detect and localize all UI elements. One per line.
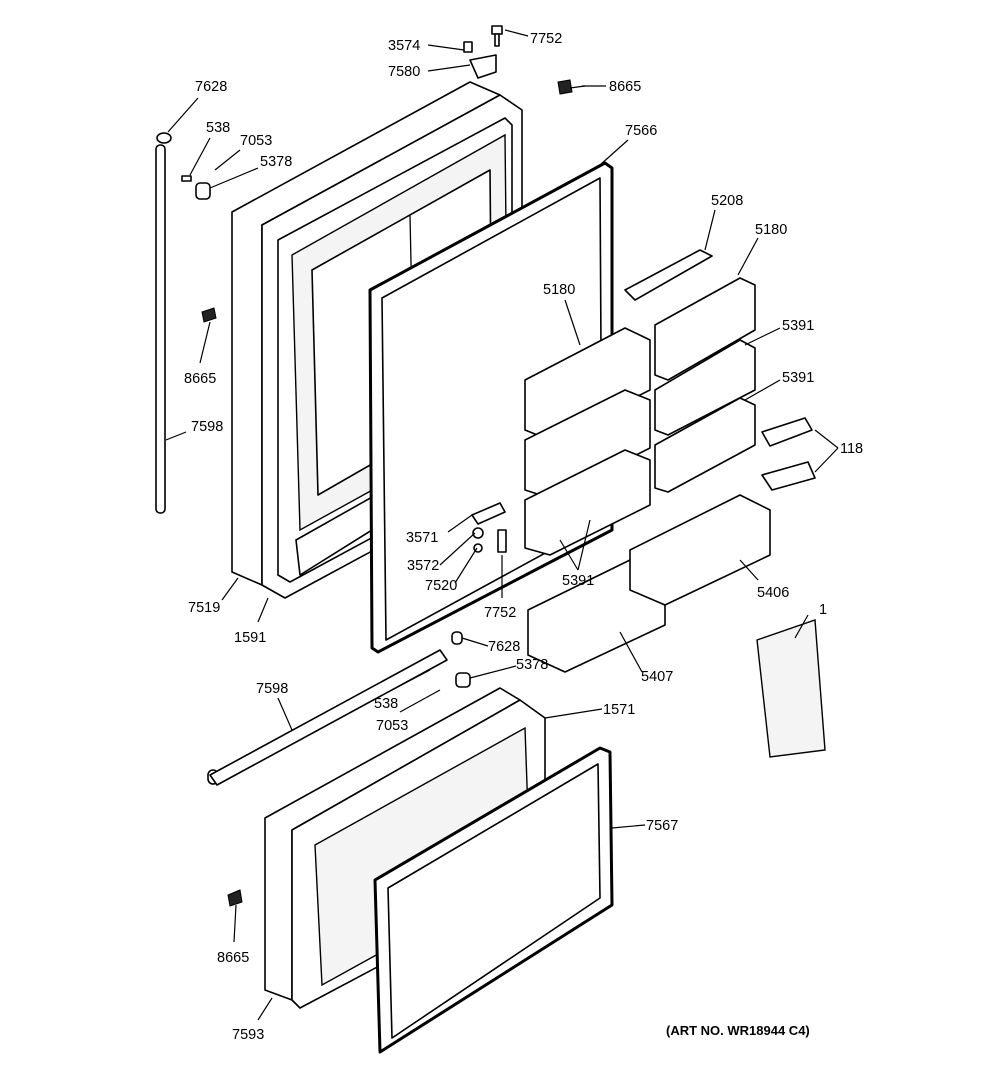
callout: 7598 (256, 681, 288, 697)
callout: 538 (206, 120, 230, 136)
callout: 5208 (711, 193, 743, 209)
callout: 5391 (782, 318, 814, 334)
callout-labels: 3574 7752 7580 8665 7628 538 7053 5378 7… (184, 31, 863, 1043)
callout: 7519 (188, 600, 220, 616)
callout: 7598 (191, 419, 223, 435)
leader-lines (165, 29, 839, 1021)
callout: 5180 (755, 222, 787, 238)
callout: 5406 (757, 585, 789, 601)
freezer-door-1571 (207, 631, 614, 1054)
callout: 5378 (260, 154, 292, 170)
callout: 7752 (530, 31, 562, 47)
callout: 1 (819, 602, 827, 618)
callout: 538 (374, 696, 398, 712)
callout: 3571 (406, 530, 438, 546)
callout: 7593 (232, 1027, 264, 1043)
callout: 7628 (195, 79, 227, 95)
callout: 7567 (646, 818, 678, 834)
callout: 7628 (488, 639, 520, 655)
callout: 7053 (376, 718, 408, 734)
callout: 3572 (407, 558, 439, 574)
callout: 5391 (782, 370, 814, 386)
callout: 7580 (388, 64, 420, 80)
callout: 1591 (234, 630, 266, 646)
callout: 7566 (625, 123, 657, 139)
callout: 5407 (641, 669, 673, 685)
callout: 5391 (562, 573, 594, 589)
callout: 5180 (543, 282, 575, 298)
callout: 3574 (388, 38, 420, 54)
callout: 1571 (603, 702, 635, 718)
callout: 8665 (184, 371, 216, 387)
hinge-rod-7598 (155, 132, 217, 514)
callout: 7752 (484, 605, 516, 621)
callout: 5378 (516, 657, 548, 673)
callout: 8665 (217, 950, 249, 966)
art-number: (ART NO. WR18944 C4) (666, 1023, 810, 1038)
door-bins (524, 249, 816, 673)
callout: 8665 (609, 79, 641, 95)
callout: 7053 (240, 133, 272, 149)
callout: 118 (840, 441, 863, 457)
callout: 7520 (425, 578, 457, 594)
literature-1 (756, 619, 826, 758)
